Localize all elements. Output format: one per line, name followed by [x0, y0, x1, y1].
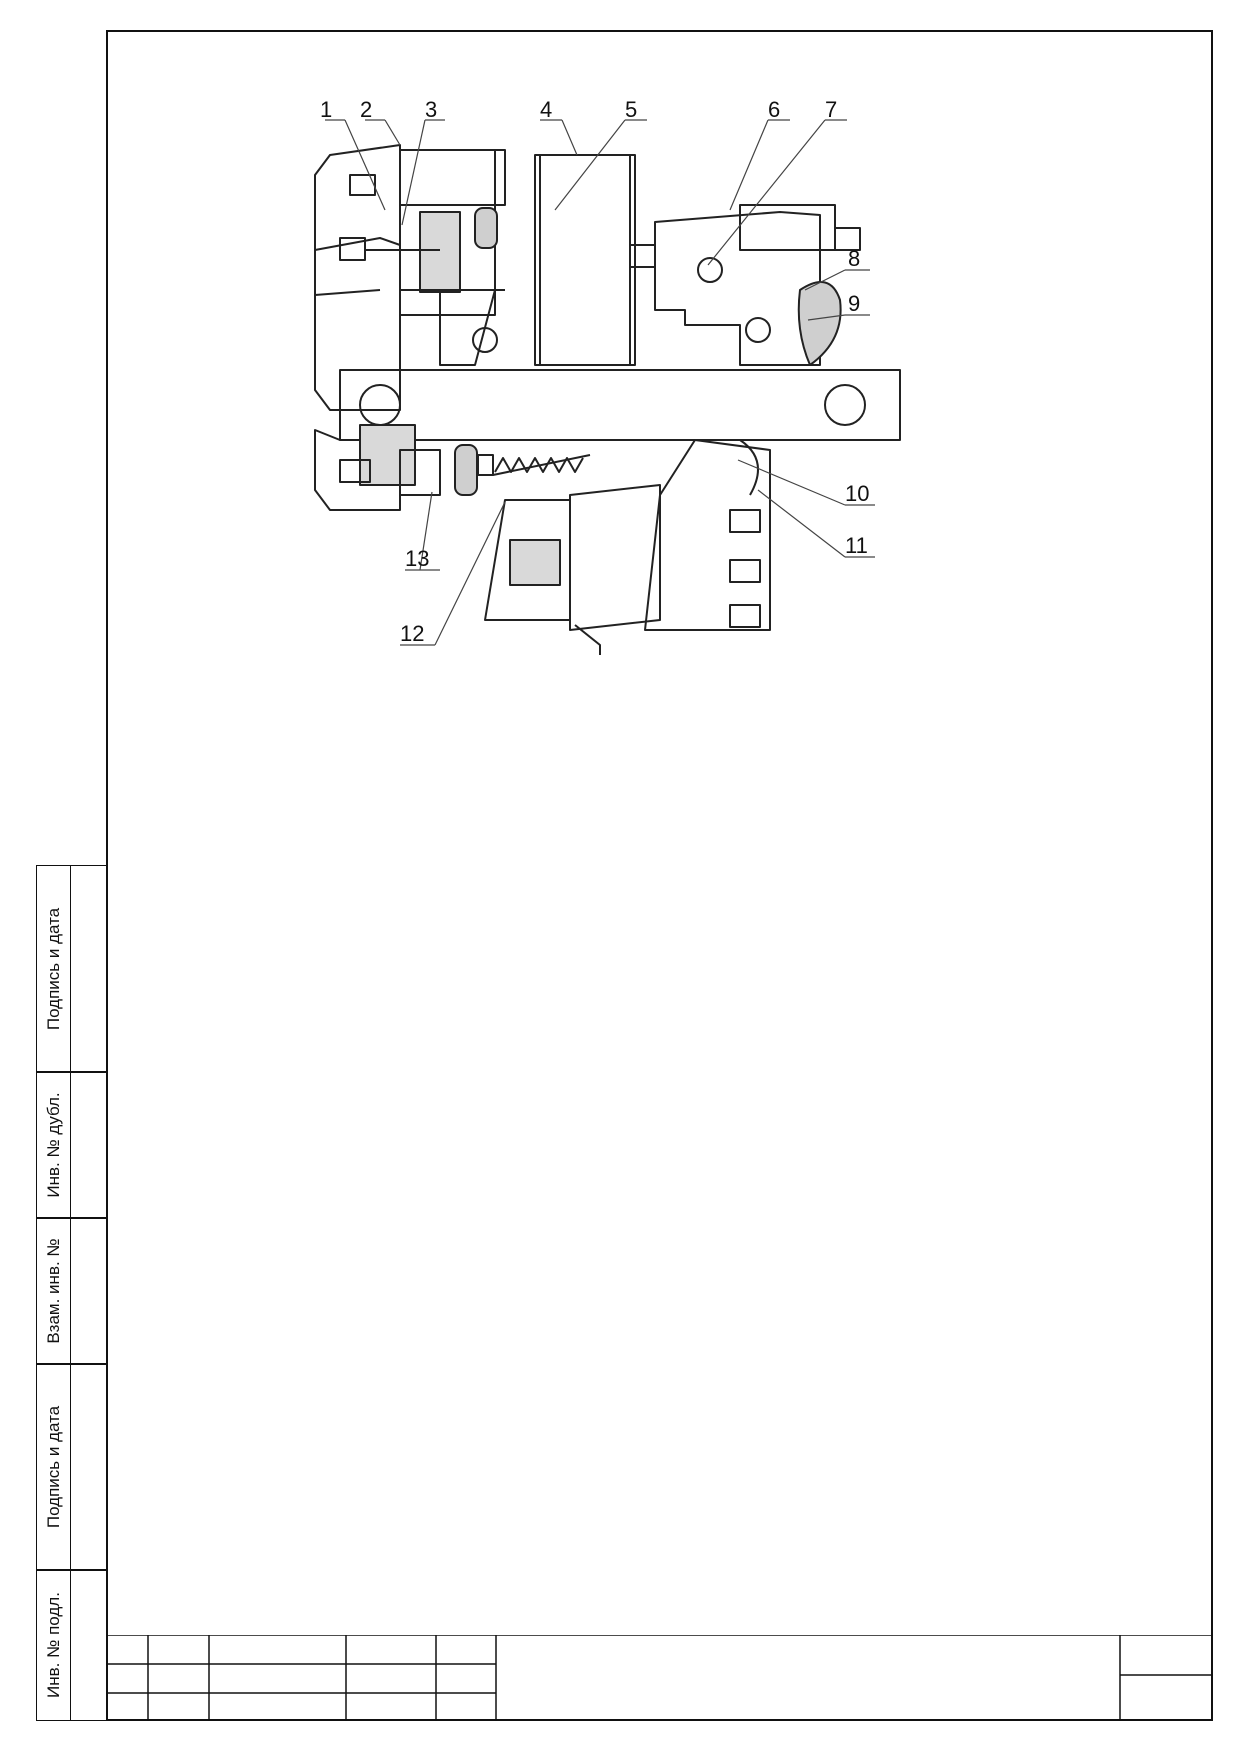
callout-6: 6 — [768, 100, 780, 122]
side-cell-signature-date-1: Подпись и дата — [36, 865, 108, 1073]
callout-1: 1 — [320, 100, 332, 122]
callout-3: 3 — [425, 100, 437, 122]
callout-2: 2 — [360, 100, 372, 122]
title-block — [106, 1635, 1213, 1721]
callout-8: 8 — [848, 246, 860, 271]
callout-13: 13 — [405, 546, 429, 571]
side-label: Инв. № подл. — [43, 1592, 63, 1698]
callout-11: 11 — [845, 533, 868, 558]
side-label: Подпись и дата — [43, 907, 63, 1031]
callout-7: 7 — [825, 100, 837, 122]
side-cell-signature-date-2: Подпись и дата — [36, 1363, 108, 1571]
side-label: Инв. № дубл. — [43, 1092, 63, 1198]
side-stamp-strip: Подпись и дата Инв. № дубл. Взам. инв. №… — [36, 865, 108, 1721]
brake-assembly-drawing: 1 2 3 4 5 6 7 8 9 10 11 12 13 — [314, 100, 901, 655]
side-label: Взам. инв. № — [43, 1238, 63, 1344]
side-cell-inv-dubl: Инв. № дубл. — [36, 1071, 108, 1219]
callout-9: 9 — [848, 291, 860, 316]
side-cell-inv-podl: Инв. № подл. — [36, 1569, 108, 1721]
side-label: Подпись и дата — [43, 1405, 63, 1529]
callout-5: 5 — [625, 100, 637, 122]
callout-4: 4 — [540, 100, 552, 122]
side-cell-vzam-inv: Взам. инв. № — [36, 1217, 108, 1365]
callout-12: 12 — [400, 621, 424, 646]
callout-10: 10 — [845, 481, 869, 506]
